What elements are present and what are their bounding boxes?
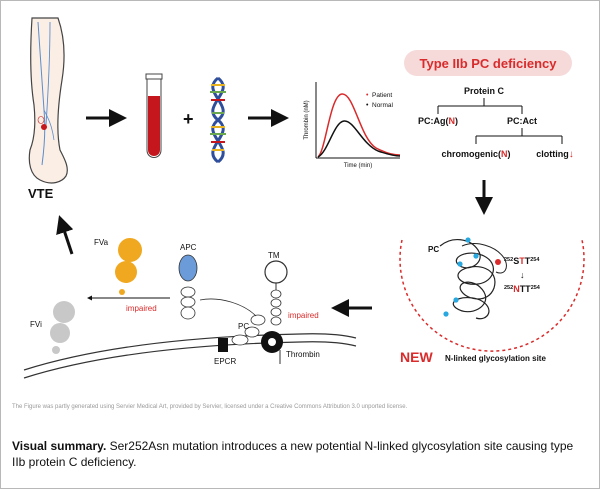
fvi-label: FVi: [30, 320, 42, 329]
pc-membrane-molecule: [199, 298, 266, 346]
tree-right: PC:Act: [507, 116, 537, 126]
figure-caption: Visual summary. Ser252Asn mutation intro…: [12, 438, 586, 470]
legend-normal-marker: •: [366, 102, 369, 109]
graph-x-label: Time (min): [344, 163, 372, 169]
highlight-dashed-circle: [399, 239, 585, 352]
plus-sign: +: [183, 109, 194, 129]
fva-molecule: [115, 238, 142, 295]
thrombin-label: Thrombin: [286, 350, 320, 359]
protein-c-structure: [439, 237, 507, 320]
title-pill: [404, 50, 572, 76]
mutation-site-marker: [495, 259, 501, 265]
apc-label: APC: [180, 243, 197, 252]
blood-tube-icon: [145, 73, 163, 158]
diagram-title: Type IIb PC deficiency: [419, 56, 557, 71]
tree-chromogenic: chromogenic(N): [441, 149, 510, 159]
site-arrow: ↓: [520, 270, 525, 280]
caption-bold: Visual summary.: [12, 439, 107, 453]
graph-y-label: Thrombin (nM): [304, 100, 310, 139]
new-label: NEW: [400, 349, 433, 365]
pc-membrane-label: PC: [238, 322, 249, 331]
leg-illustration: [28, 17, 68, 184]
impaired-label-1: impaired: [126, 304, 157, 313]
legend-patient: Patient: [372, 92, 392, 99]
legend-patient-marker: •: [366, 92, 369, 99]
impaired-label-2: impaired: [288, 311, 319, 320]
structure-pc-label: PC: [428, 245, 439, 254]
new-description: N-linked glycosylation site: [445, 354, 546, 363]
thrombus-icon: [41, 124, 47, 130]
site-after: 252NTT254: [504, 284, 541, 294]
fva-label: FVa: [94, 238, 109, 247]
visual-summary-diagram: VTE + Thrombin (nM) Time (min) • Patient…: [23, 17, 585, 379]
tm-label: TM: [268, 251, 280, 260]
legend-normal: Normal: [372, 102, 394, 109]
caption-text: Ser252Asn mutation introduces a new pote…: [12, 439, 574, 469]
thrombin-graph: Thrombin (nM) Time (min) • Patient • Nor…: [304, 82, 401, 169]
protein-c-tree: Protein C PC:Ag(N) PC:Act chromogenic(N)…: [418, 86, 574, 160]
tree-left: PC:Ag(N): [418, 116, 458, 126]
apc-molecule: [178, 254, 198, 320]
tree-root: Protein C: [464, 86, 505, 96]
arrow-membrane-to-vte: [56, 215, 74, 255]
vte-label: VTE: [28, 186, 54, 201]
tree-clotting: clotting↓: [536, 149, 574, 160]
site-before: 252STT254: [504, 256, 540, 266]
epcr-label: EPCR: [214, 357, 236, 366]
epcr-receptor: [218, 338, 228, 352]
fvi-molecule: [50, 301, 75, 354]
image-credit: The Figure was partly generated using Se…: [12, 404, 408, 410]
tm-thrombin-complex: [261, 260, 288, 364]
dna-icon: [210, 76, 226, 164]
normal-curve: [317, 120, 401, 158]
patient-curve: [317, 93, 401, 158]
